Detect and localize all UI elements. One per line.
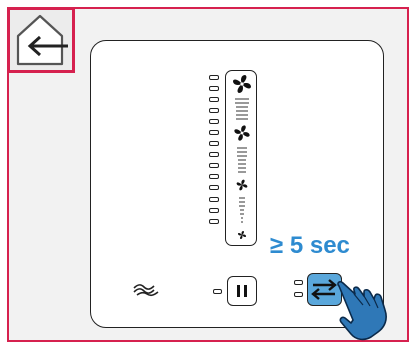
fan-icon-tiny	[238, 231, 246, 239]
fan-icon-medium	[234, 125, 249, 140]
home-back-button[interactable]	[7, 7, 75, 73]
pause-icon	[237, 285, 240, 297]
pause-button[interactable]	[227, 276, 257, 306]
hold-duration-label: ≥ 5 sec	[270, 232, 350, 260]
pointing-hand-icon	[333, 280, 405, 342]
speed-led	[209, 163, 219, 168]
speed-led	[209, 108, 219, 113]
airflow-wave-icon	[132, 282, 160, 298]
speed-led	[209, 86, 219, 91]
pause-icon	[244, 285, 247, 297]
home-back-arrow-icon	[10, 10, 72, 70]
speed-led	[209, 208, 219, 213]
fan-icon-small	[237, 180, 248, 191]
speed-led	[209, 174, 219, 179]
speed-led	[209, 219, 219, 224]
pause-led	[213, 289, 222, 294]
speed-led	[209, 152, 219, 157]
speed-led	[209, 130, 219, 135]
direction-led	[294, 280, 303, 285]
fan-speed-scale	[226, 71, 258, 247]
speed-led-column	[209, 75, 220, 230]
fan-speed-strip[interactable]	[225, 70, 257, 246]
speed-led	[209, 119, 219, 124]
speed-led	[209, 75, 219, 80]
speed-led	[209, 185, 219, 190]
fan-icon-large	[233, 75, 251, 93]
speed-led	[209, 197, 219, 202]
direction-led	[294, 292, 303, 297]
speed-led	[209, 141, 219, 146]
speed-led	[209, 97, 219, 102]
